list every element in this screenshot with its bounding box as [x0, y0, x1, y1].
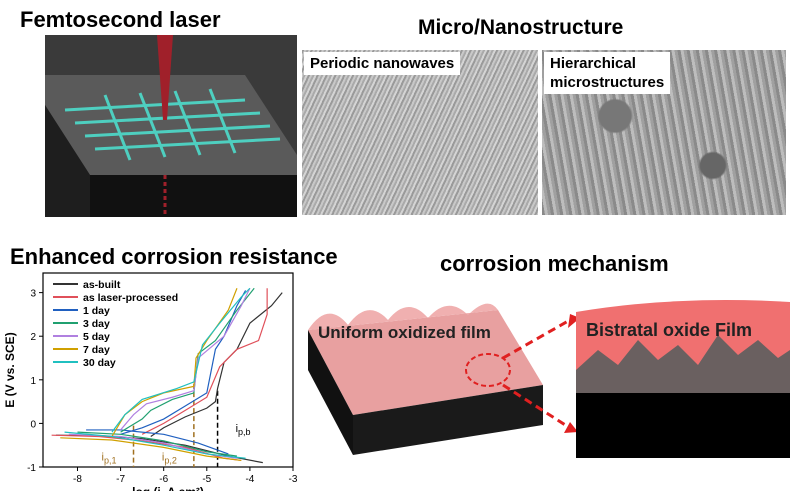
series-line-as-built — [150, 292, 283, 437]
sem-image-hierarchical: Hierarchical microstructures — [542, 50, 786, 215]
title-corrosion-mechanism: corrosion mechanism — [440, 251, 669, 276]
laser-processing-illustration — [45, 35, 297, 217]
y-axis-label: E (V vs. SCE) — [3, 332, 17, 407]
title-femtosecond-laser: Femtosecond laser — [20, 7, 221, 32]
series-line-7-day — [60, 437, 242, 462]
label-periodic-nanowaves: Periodic nanowaves — [304, 52, 461, 75]
x-axis-label: log (i, A cm²) — [132, 485, 204, 491]
label-line-2: microstructures — [550, 74, 665, 91]
series-line-5-day — [120, 287, 251, 431]
series-line-as-laser-processed — [141, 288, 268, 435]
series-line-7-day — [111, 288, 238, 437]
y-tick-label: 2 — [30, 332, 36, 343]
title-corrosion-resistance: Enhanced corrosion resistance — [10, 244, 338, 269]
legend-label: 7 day — [83, 344, 110, 356]
polarization-chart: -8 -7 -6 -5 -4 -3 -1 0 1 2 3 log (i, A cm²) E (V vs.… — [3, 272, 298, 491]
y-tick-label: -1 — [27, 463, 36, 474]
label-hierarchical: Hierarchical microstructures — [544, 52, 671, 94]
y-tick-label: 0 — [30, 419, 36, 430]
x-tick-label: -3 — [289, 474, 298, 485]
ip-label: ip,1 — [102, 451, 117, 465]
legend-label: 3 day — [83, 318, 110, 330]
series-line-3-day — [120, 287, 255, 433]
ip-label: ip,b — [236, 423, 251, 437]
legend-label: 1 day — [83, 305, 110, 317]
x-tick-label: -5 — [202, 474, 211, 485]
label-bistratal-film: Bistratal oxide Film — [586, 320, 752, 340]
series-line-1-day — [120, 290, 247, 435]
x-tick-label: -6 — [159, 474, 168, 485]
x-tick-label: -4 — [245, 474, 254, 485]
laser-beam-icon — [157, 35, 173, 120]
legend-label: as-built — [83, 279, 121, 291]
oxidized-film-surface — [308, 310, 543, 415]
plot-frame — [42, 272, 294, 468]
series-line-3-day — [77, 431, 238, 457]
y-tick-label: 3 — [30, 289, 36, 300]
label-uniform-film: Uniform oxidized film — [318, 323, 491, 342]
x-tick-label: -7 — [116, 474, 125, 485]
series-line-30-day — [64, 431, 246, 459]
series-line-30-day — [111, 287, 251, 433]
ip-label: ip,2 — [162, 451, 177, 465]
series-line-1-day — [86, 429, 229, 455]
legend-label: 5 day — [83, 331, 110, 343]
corrosion-mechanism-diagram: Uniform oxidized film Bistratal oxide Fi… — [308, 299, 790, 458]
title-micro-nanostructure: Micro/Nanostructure — [418, 16, 624, 39]
legend-label: as laser-processed — [83, 292, 178, 304]
legend-label: 30 day — [83, 357, 116, 369]
sem-image-nanowaves: Periodic nanowaves — [302, 50, 538, 215]
label-line-1: Hierarchical — [550, 55, 636, 72]
x-tick-label: -8 — [73, 474, 82, 485]
y-tick-label: 1 — [30, 376, 36, 387]
